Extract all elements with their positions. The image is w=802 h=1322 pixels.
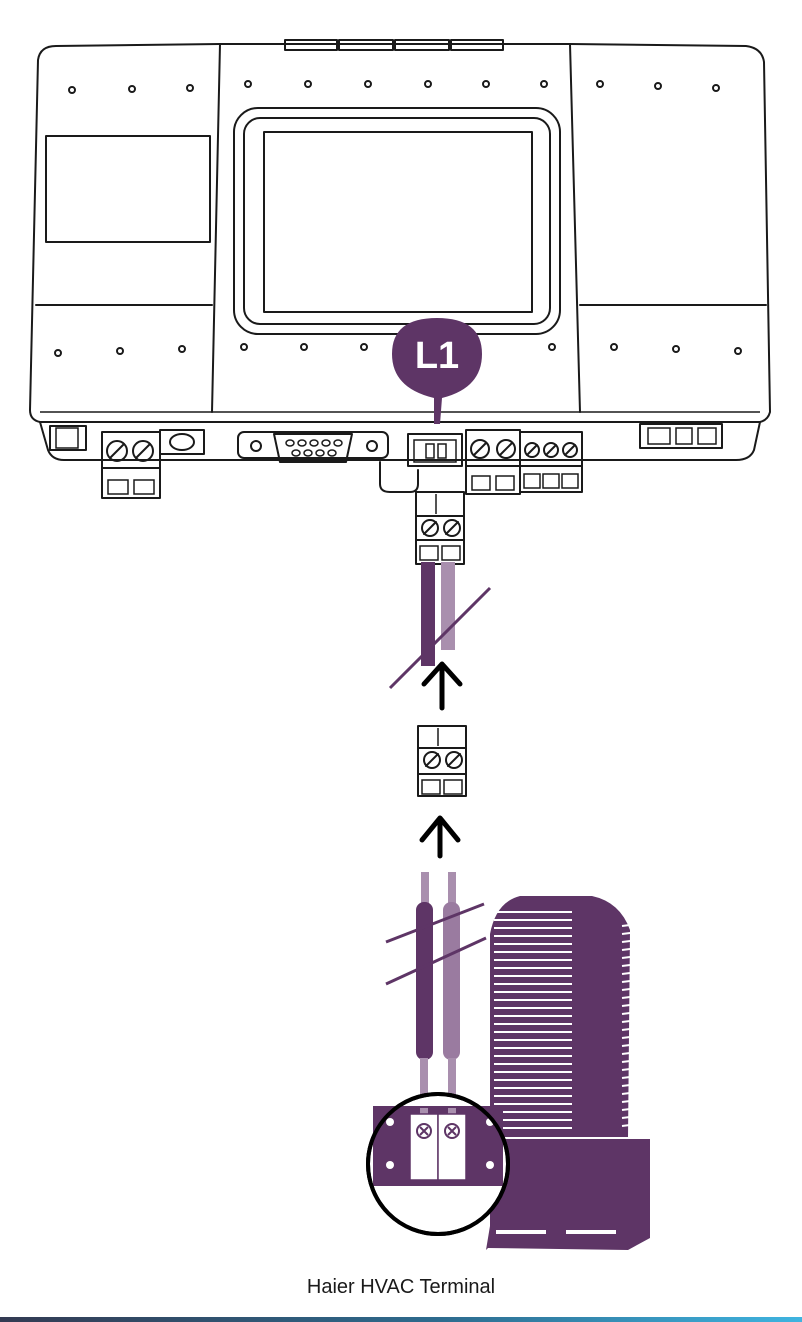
- lower-cable: [385, 872, 487, 1108]
- hvac-unit-vents: [494, 911, 572, 1129]
- screw-icon: [444, 1123, 460, 1139]
- hvac-unit: [486, 896, 650, 1250]
- connector-left-terminal: [101, 431, 161, 499]
- diagram-caption: Haier HVAC Terminal: [306, 1276, 496, 1298]
- loose-plug: [417, 725, 467, 797]
- connector-power-jack: [159, 429, 205, 455]
- connector-three-pin-terminal: [519, 431, 583, 493]
- l1-badge: L1: [392, 318, 482, 424]
- terminal-magnifier: [366, 1092, 510, 1236]
- connector-ethernet-port: [639, 423, 723, 449]
- l1-badge-label: L1: [415, 335, 459, 377]
- connector-l1-socket: [407, 433, 463, 467]
- controller-top-buttons: [284, 39, 504, 51]
- controller-screw-holes: [54, 80, 742, 357]
- connector-left-small: [49, 425, 87, 451]
- arrow-up-icon: [419, 815, 461, 859]
- connector-right-terminal: [465, 429, 521, 495]
- connector-serial-port: [237, 431, 389, 463]
- controller-screen-bezel: [233, 107, 561, 335]
- bottom-accent-bar: [0, 1317, 802, 1322]
- upper-plug: [415, 491, 465, 565]
- controller-screen: [263, 131, 533, 313]
- controller-device: [29, 39, 771, 499]
- screw-icon: [416, 1123, 432, 1139]
- arrow-up-icon: [421, 661, 463, 711]
- upper-cable: [388, 562, 492, 690]
